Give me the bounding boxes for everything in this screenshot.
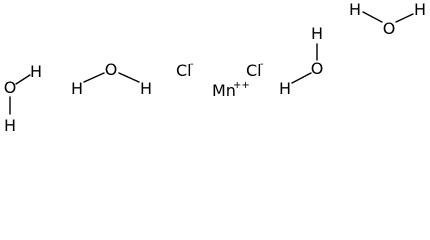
negative-charge: - — [260, 59, 264, 70]
o-h-bond — [291, 72, 312, 84]
o-h-bond — [83, 72, 105, 83]
o-h-bond — [15, 74, 31, 85]
double-positive-charge: ++ — [233, 80, 250, 91]
hydrogen-atom: H — [311, 24, 323, 43]
oxygen-atom: O — [311, 59, 324, 78]
hydrogen-atom: H — [349, 0, 361, 19]
water-molecule: H O H — [71, 60, 152, 98]
hydrogen-atom: H — [414, 0, 426, 19]
chloride-ion: Cl - — [246, 59, 264, 80]
chlorine-atom: Cl — [176, 61, 192, 80]
chemical-structure: H O H H O H Cl - Mn ++ Cl - H O H H O H — [4, 0, 426, 135]
negative-charge: - — [190, 59, 194, 70]
o-h-bond — [395, 13, 414, 23]
manganese-ion: Mn ++ — [212, 80, 250, 100]
hydrogen-atom: H — [279, 79, 291, 98]
o-h-bond — [118, 72, 140, 83]
o-h-bond — [362, 11, 383, 23]
chloride-ion: Cl - — [176, 59, 194, 80]
water-molecule: H O H — [4, 62, 42, 135]
hydrogen-atom: H — [30, 62, 42, 81]
oxygen-atom: O — [105, 60, 118, 79]
oxygen-atom: O — [383, 19, 396, 38]
hydrogen-atom: H — [71, 79, 83, 98]
hydrogen-atom: H — [140, 79, 152, 98]
oxygen-atom: O — [4, 78, 17, 97]
hydrogen-atom: H — [4, 116, 16, 135]
chlorine-atom: Cl — [246, 61, 262, 80]
water-molecule: H O H — [349, 0, 426, 38]
water-molecule: H O H — [279, 24, 323, 98]
manganese-atom: Mn — [212, 81, 236, 100]
